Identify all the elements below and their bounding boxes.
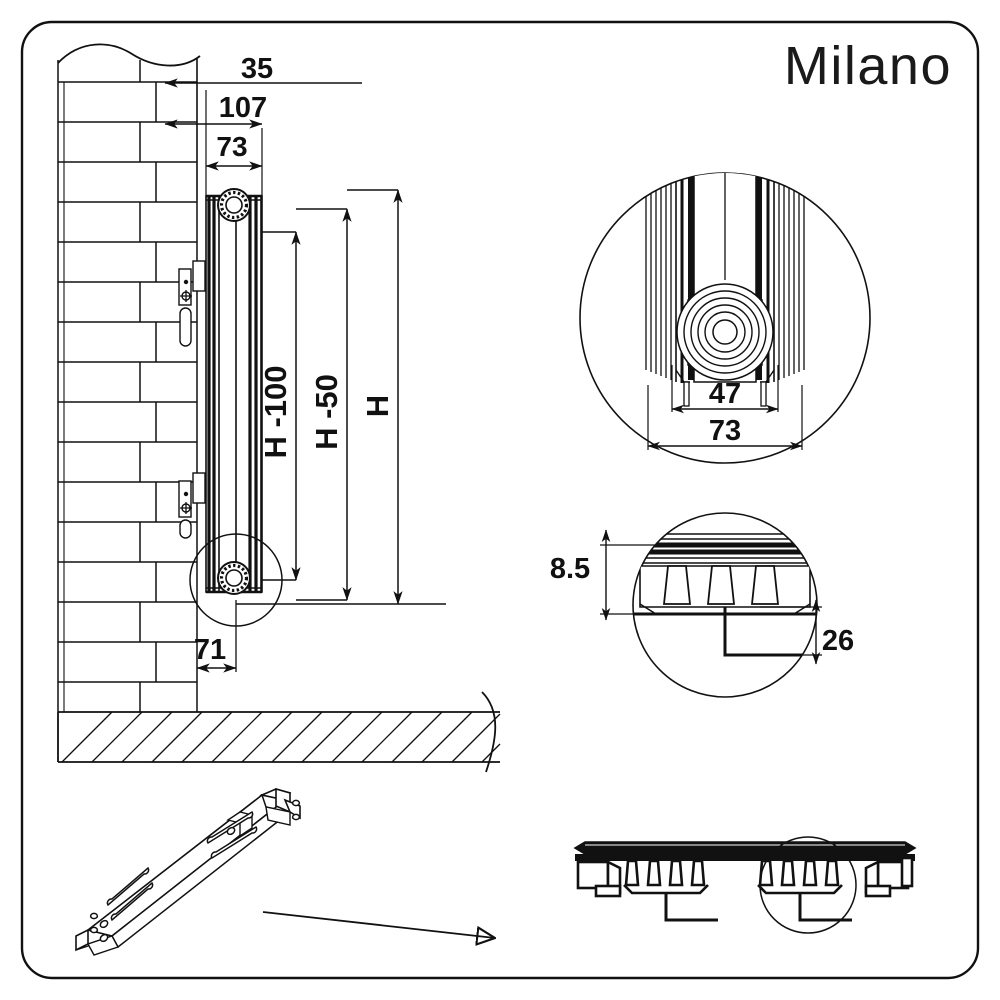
floor-slab: [57, 691, 501, 773]
radiator-bottom-view: [573, 836, 917, 934]
end-cap-right: [864, 856, 914, 898]
valve-upper: [217, 188, 251, 222]
dimension-h: H: [360, 395, 395, 417]
bracket-leader-arrow: [262, 911, 495, 938]
dimension-35: 35: [241, 53, 273, 85]
wall-bracket-upper: [178, 268, 192, 347]
mounting-bracket-isometric: [75, 787, 301, 956]
end-cap-left: [576, 859, 622, 898]
dimension-107: 107: [219, 92, 267, 124]
brick-wall: [57, 43, 201, 712]
dimension-h-minus-50: H -50: [309, 374, 344, 450]
fin-group-left: [623, 859, 718, 922]
dimension-73-side: 73: [216, 131, 247, 162]
radiator-side-profile: [205, 188, 263, 595]
dimension-h-minus-100: H -100: [258, 365, 293, 458]
dimension-group-8-5: [600, 529, 662, 621]
floor-hatching: [61, 711, 501, 763]
dimension-8-5: 8.5: [550, 553, 590, 585]
valve-lower: [217, 561, 251, 595]
bottom-view-detail-circle: [759, 836, 857, 934]
bracket-hook-lower: [192, 472, 206, 504]
dimension-47: 47: [709, 378, 741, 410]
milano-logo: Milano: [784, 36, 952, 96]
wall-break-line: [57, 43, 201, 67]
fin-profile-detail: [632, 512, 818, 698]
bracket-hook-upper: [192, 260, 206, 292]
floor-break-line: [481, 691, 497, 773]
dimension-group-heights: [236, 189, 446, 605]
brick-perpend-joints: [139, 60, 157, 712]
dimension-26: 26: [822, 625, 854, 657]
wall-bracket-lower: [178, 480, 192, 539]
valve-cross-section-detail: [579, 172, 871, 464]
dimension-73-detail: 73: [709, 415, 741, 447]
dimension-group-top: [164, 60, 362, 200]
rounded-sheet-border: [20, 20, 980, 980]
dimension-group-valve-detail: [647, 365, 803, 451]
dimension-group-71: [196, 600, 237, 673]
dimension-group-26: [760, 599, 822, 665]
dimension-71: 71: [194, 634, 226, 666]
